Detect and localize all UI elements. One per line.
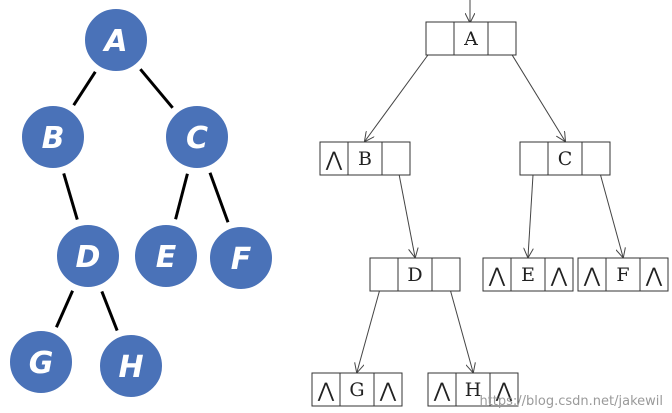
- tree-node-circle: [20, 104, 86, 170]
- tree-node-B: B: [20, 104, 86, 170]
- tree-node-label: H: [118, 350, 143, 385]
- linked-node-data: F: [616, 264, 629, 286]
- tree-node-label: D: [76, 240, 101, 275]
- tree-node-G: G: [8, 329, 74, 395]
- pointer-arrow-A-B: [365, 38, 441, 142]
- tree-node-label: A: [102, 24, 127, 59]
- tree-edge-C-E: [174, 173, 189, 220]
- left-null-pointer: ⋀: [583, 263, 601, 287]
- tree-edges: [55, 68, 230, 332]
- linked-node-box: [577, 257, 669, 292]
- linked-node-box: [311, 372, 403, 407]
- linked-list-arrows: [357, 0, 623, 372]
- linked-node-B: B⋀: [319, 141, 411, 176]
- tree-edge-B-D: [62, 173, 79, 220]
- linked-node-H: H ⋀ ⋀: [427, 372, 519, 407]
- tree-node-H: H: [98, 333, 164, 399]
- tree-edge-D-H: [100, 290, 119, 332]
- tree-node-label: C: [186, 121, 208, 156]
- tree-node-label: G: [29, 346, 54, 381]
- linked-node-data: E: [521, 264, 535, 286]
- tree-node-circle: [55, 223, 121, 289]
- linked-node-data: D: [407, 264, 422, 286]
- tree-edge-A-C: [139, 68, 174, 109]
- linked-node-C: C: [519, 141, 611, 176]
- linked-node-box: [369, 257, 461, 292]
- right-null-pointer: ⋀: [495, 378, 513, 402]
- tree-node-A: A: [83, 7, 149, 73]
- linked-node-box: [482, 257, 574, 292]
- tree-node-label: E: [156, 240, 177, 275]
- linked-node-data: H: [465, 379, 482, 401]
- tree-node-label: B: [42, 121, 65, 156]
- linked-node-box: [519, 141, 611, 176]
- linked-node-data: C: [558, 148, 573, 170]
- linked-node-data: A: [463, 28, 478, 50]
- left-null-pointer: ⋀: [488, 263, 506, 287]
- tree-node-label: F: [231, 242, 252, 277]
- tree-node-circle: [164, 104, 230, 170]
- left-null-pointer: ⋀: [325, 147, 343, 171]
- linked-node-E: E ⋀ ⋀: [482, 257, 574, 292]
- tree-edge-C-F: [208, 172, 230, 223]
- tree-node-circle: [8, 329, 74, 395]
- linked-node-data: G: [349, 379, 364, 401]
- left-null-pointer: ⋀: [317, 378, 335, 402]
- tree-node-circle: [98, 333, 164, 399]
- tree-node-circle: [133, 223, 199, 289]
- tree-edge-D-G: [55, 290, 74, 328]
- linked-node-data: B: [358, 148, 372, 170]
- tree-nodes: A B C D E F G H: [8, 7, 274, 399]
- tree-node-C: C: [164, 104, 230, 170]
- linked-node-F: F ⋀ ⋀: [577, 257, 669, 292]
- linked-node-box: [319, 141, 411, 176]
- tree-node-circle: [208, 225, 274, 291]
- linked-node-box: [425, 21, 517, 56]
- right-null-pointer: ⋀: [379, 378, 397, 402]
- tree-node-D: D: [55, 223, 121, 289]
- linked-node-D: D: [369, 257, 461, 292]
- pointer-arrow-A-C: [501, 38, 565, 142]
- tree-node-circle: [83, 7, 149, 73]
- linked-node-G: G ⋀ ⋀: [311, 372, 403, 407]
- right-null-pointer: ⋀: [550, 263, 568, 287]
- linked-node-A: A: [425, 21, 517, 56]
- tree-node-E: E: [133, 223, 199, 289]
- linked-node-box: [427, 372, 519, 407]
- tree-node-F: F: [208, 225, 274, 291]
- right-null-pointer: ⋀: [645, 263, 663, 287]
- left-null-pointer: ⋀: [433, 378, 451, 402]
- tree-edge-A-B: [72, 71, 97, 106]
- watermark: https://blog.csdn.net/jakewil: [479, 394, 663, 409]
